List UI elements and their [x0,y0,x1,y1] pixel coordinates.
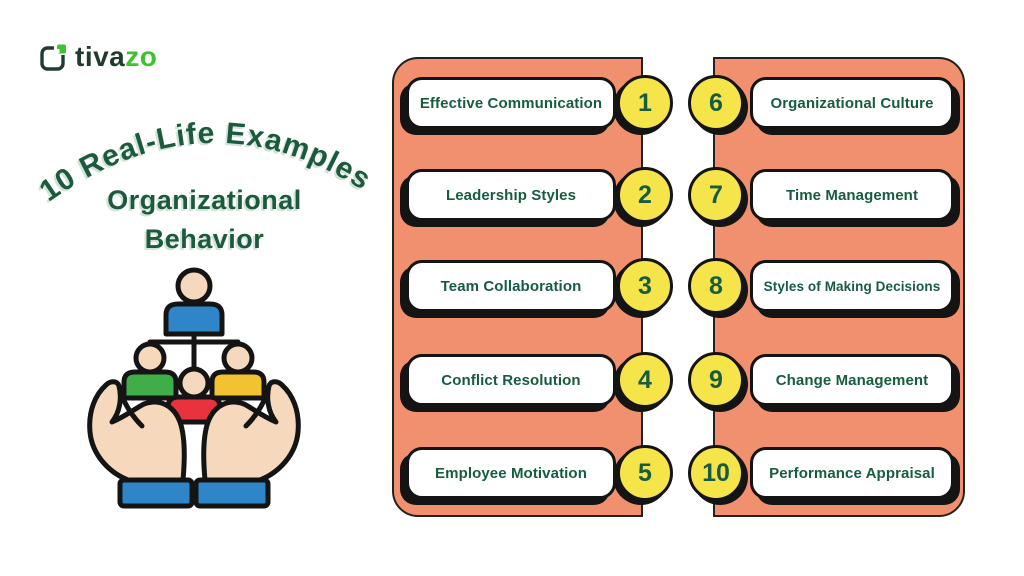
number-text: 7 [709,180,723,209]
topic-label: Change Management [775,371,929,389]
topic-pill-8: Styles of Making Decisions [750,260,954,312]
number-text: 4 [638,365,652,394]
topic-pill-2: Leadership Styles [406,169,616,221]
topic-label: Styles of Making Decisions [763,278,941,294]
left-hand [87,379,195,509]
logo-text-accent: zo [125,41,158,72]
number-text: 10 [702,458,730,487]
person-yellow [209,369,267,401]
right-cuff [193,477,271,509]
number-text: 8 [709,271,723,300]
topic-number-9: 9 [688,352,744,408]
topic-number-8: 8 [688,258,744,314]
topic-label: Leadership Styles [445,186,577,204]
number-text: 6 [709,88,723,117]
topic-pill-4: Conflict Resolution [406,354,616,406]
logo: tivazo [38,42,157,72]
topic-number-4: 4 [617,352,673,408]
topic-pill-5: Employee Motivation [406,447,616,499]
number-text: 2 [638,180,652,209]
org-chart-group [121,267,267,425]
number-text: 5 [638,458,652,487]
topic-number-7: 7 [688,167,744,223]
topic-pill-6: Organizational Culture [750,77,954,129]
topic-number-10: 10 [688,445,744,501]
person-head [133,341,167,375]
topic-pill-10: Performance Appraisal [750,447,954,499]
page-subtitle: Organizational Behavior [107,185,302,254]
topic-label: Time Management [785,186,919,204]
person-head [221,341,255,375]
topic-number-6: 6 [688,75,744,131]
logo-wordmark: tivazo [75,42,157,72]
topic-label: Effective Communication [419,94,603,112]
topic-pill-1: Effective Communication [406,77,616,129]
topic-label: Conflict Resolution [441,371,581,389]
topic-pill-7: Time Management [750,169,954,221]
person-green [121,369,179,401]
topic-number-5: 5 [617,445,673,501]
topic-number-3: 3 [617,258,673,314]
person-blue [163,301,225,337]
right-hand [193,379,301,509]
person-head [177,366,211,400]
arc-title: 10 Real-Life Examples [34,117,376,208]
topic-label: Team Collaboration [440,277,582,295]
number-text: 3 [638,271,652,300]
hands-org-chart-illustration [87,267,301,509]
topic-pill-9: Change Management [750,354,954,406]
logo-text-primary: tiva [75,41,126,72]
box-checkin-icon [40,42,68,71]
number-text: 1 [638,88,652,117]
topic-number-2: 2 [617,167,673,223]
topic-label: Organizational Culture [770,94,934,112]
topic-label: Employee Motivation [435,464,587,482]
topic-pill-3: Team Collaboration [406,260,616,312]
topic-label: Performance Appraisal [769,464,935,482]
number-text: 9 [709,365,723,394]
person-head [175,267,213,305]
left-cuff [117,477,195,509]
topic-number-1: 1 [617,75,673,131]
